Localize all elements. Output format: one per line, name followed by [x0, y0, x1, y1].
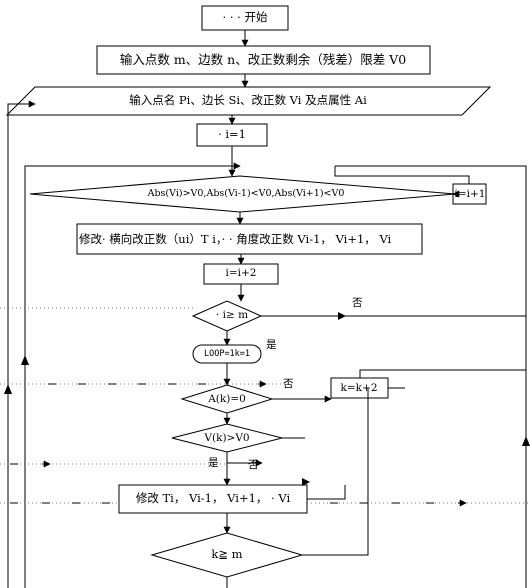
modify-ui-label: 修改· 横向改正数（ui）T i，· · 角度改正数 Vi-1， Vi+1， V…	[79, 232, 392, 246]
cond-i-ge-m-label: · i≥ m	[215, 309, 249, 321]
edge-label-no-1: 否	[352, 297, 363, 309]
arrow-left-outer	[4, 384, 12, 394]
inc-i1-label: i=i+1	[454, 188, 486, 200]
input-params-label: 输入点数 m、边数 n、改正数剩余（残差）限差 V0	[119, 52, 407, 67]
cond-vk-label: V(k)>V0	[204, 432, 250, 444]
start-label: · · · 开始	[222, 10, 268, 24]
cond-ak-label: A(k)=0	[208, 393, 246, 405]
modify-ui-node	[76, 223, 423, 255]
init-i-label: · i=1	[218, 127, 246, 141]
inc-k-label: k=k+2	[340, 382, 378, 394]
edge-label-no-2: 否	[283, 378, 294, 390]
flow-inc-i1-back	[334, 166, 470, 184]
arrow-cond-i-no	[338, 312, 346, 320]
loop-line-right-top	[335, 165, 527, 588]
edge-label-yes-2: 是	[208, 457, 219, 469]
loop-return-inner-left	[24, 162, 241, 588]
cond-k-ge-m-label: k≧ m	[211, 547, 243, 561]
cond-abs-label: Abs(Vi)>V0,Abs(Vi-1)<V0,Abs(Vi+1)<V0	[147, 188, 345, 199]
start-node	[201, 5, 289, 31]
flow-modify-t-right	[307, 485, 346, 500]
input-params-node	[96, 45, 431, 75]
edge-label-yes-1: 是	[266, 339, 277, 351]
edge-label-no-3: 否	[248, 459, 259, 471]
input-points-node	[5, 86, 492, 116]
flow-inc-k-up	[359, 369, 526, 378]
arrow-left-inner	[21, 355, 29, 365]
inc-i2-label: i=i+2	[225, 267, 257, 279]
loop-label: LOOP=1k=1	[203, 349, 251, 359]
modify-t-node	[118, 484, 308, 514]
flow-cond-k-right	[302, 388, 369, 556]
modify-t-label: 修改 Ti， Vi-1， Vi+1， · Vi	[135, 491, 291, 505]
input-points-label: 输入点名 Pi、边长 Si、改正数 Vi 及点属性 Ai	[129, 93, 367, 107]
loop-return-outer-left	[7, 100, 36, 588]
arrow-right-up	[522, 436, 530, 446]
arrow-vk-no	[302, 478, 310, 486]
